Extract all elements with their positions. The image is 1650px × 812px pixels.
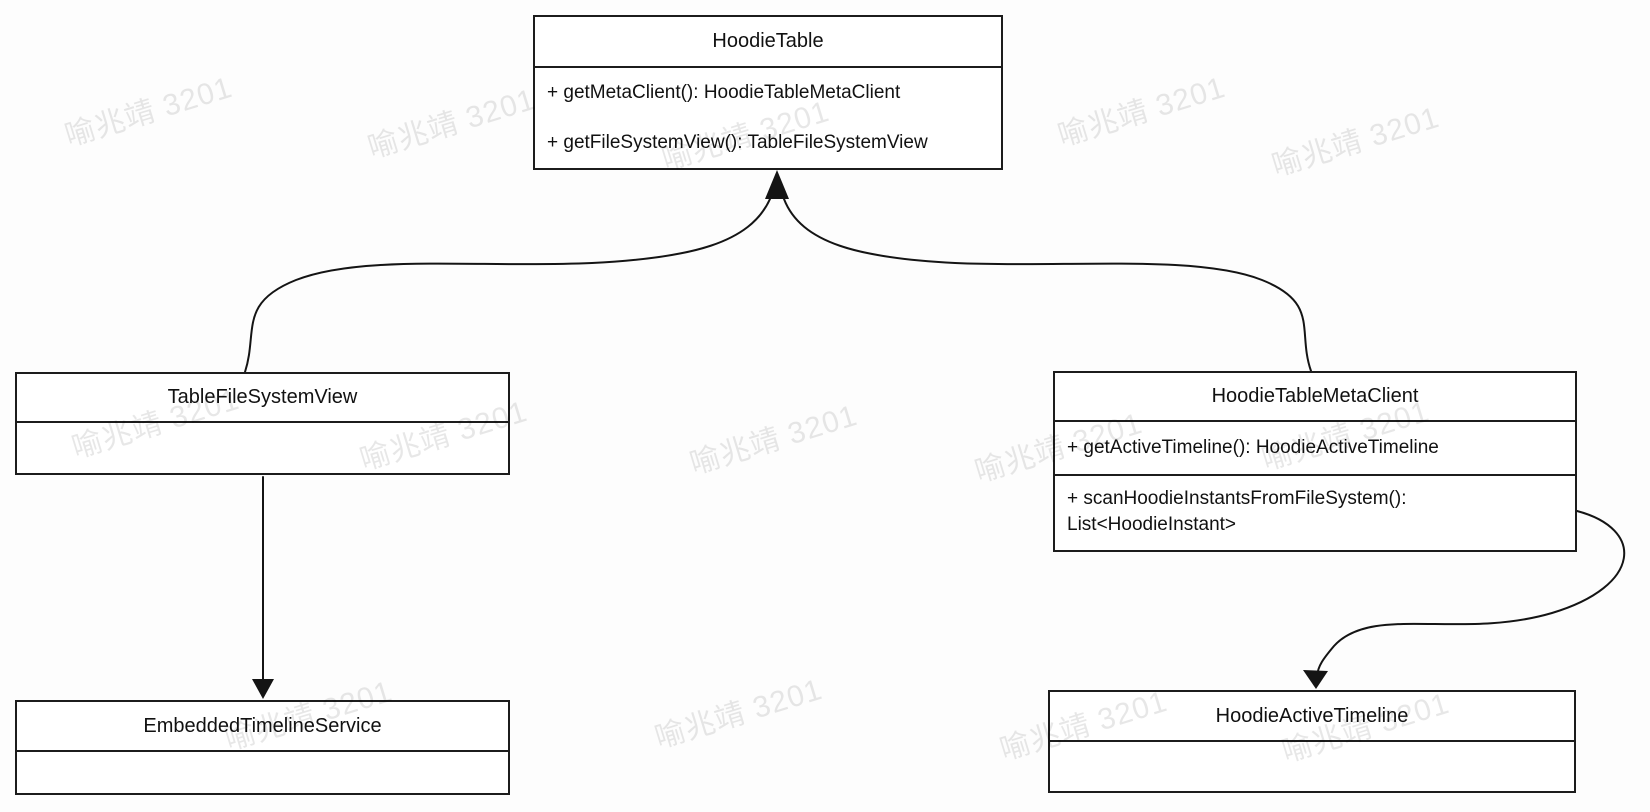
arrowhead-down-into-embeddedtimelineservice — [252, 679, 274, 699]
method-scanhoodieinstantsfromfilesystem: + scanHoodieInstantsFromFileSystem(): Li… — [1067, 488, 1407, 535]
empty-compartment — [17, 752, 508, 793]
arrowhead-down-into-hoodieactivetimeline — [1303, 670, 1328, 689]
class-title-hoodietablemetaclient: HoodieTableMetaClient — [1055, 373, 1575, 422]
class-box-hoodietablemetaclient: HoodieTableMetaClient + getActiveTimelin… — [1053, 371, 1577, 552]
watermark-text: 喻兆靖 3201 — [1054, 70, 1230, 154]
class-box-embeddedtimelineservice: EmbeddedTimelineService — [15, 700, 510, 795]
arrowhead-up-into-hoodietable — [765, 170, 789, 199]
class-title-hoodieactivetimeline: HoodieActiveTimeline — [1050, 692, 1574, 742]
class-box-tablefilesystemview: TableFileSystemView — [15, 372, 510, 475]
watermark-text: 喻兆靖 3201 — [651, 672, 827, 756]
watermark-text: 喻兆靖 3201 — [686, 398, 862, 482]
method-getmetaclient: + getMetaClient(): HoodieTableMetaClient — [547, 82, 901, 103]
class-box-hoodieactivetimeline: HoodieActiveTimeline — [1048, 690, 1576, 793]
class-box-hoodietable: HoodieTable + getMetaClient(): HoodieTab… — [533, 15, 1003, 170]
empty-compartment — [17, 423, 508, 473]
class-title-embeddedtimelineservice: EmbeddedTimelineService — [17, 702, 508, 752]
class-title-tablefilesystemview: TableFileSystemView — [17, 374, 508, 423]
method-getfilesystemview: + getFileSystemView(): TableFileSystemVi… — [547, 132, 928, 153]
connector-hoodietablemetaclient-to-hoodietable — [783, 198, 1312, 372]
watermark-text: 喻兆靖 3201 — [61, 70, 237, 154]
empty-compartment — [1050, 742, 1574, 791]
watermark-text: 喻兆靖 3201 — [1268, 100, 1444, 184]
method-getactivetimeline: + getActiveTimeline(): HoodieActiveTimel… — [1055, 422, 1575, 476]
connector-tablefilesystemview-to-hoodietable — [244, 198, 771, 373]
watermark-text: 喻兆靖 3201 — [364, 82, 540, 166]
class-title-hoodietable: HoodieTable — [535, 17, 1001, 68]
